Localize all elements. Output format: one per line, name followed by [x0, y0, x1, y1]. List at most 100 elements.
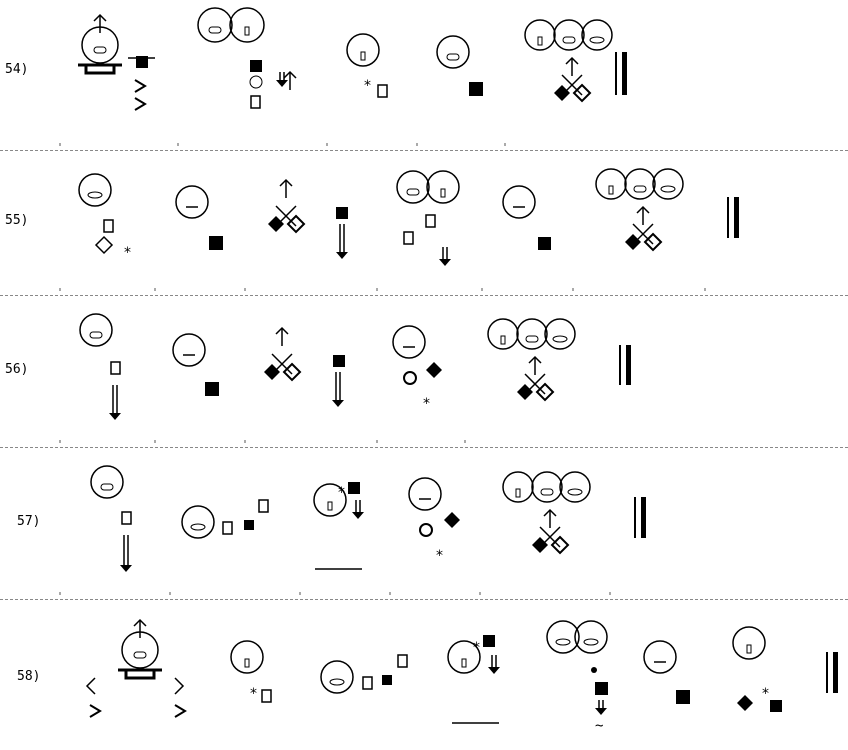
face-circle-icon: [79, 313, 113, 347]
handshape-open-icon: [403, 231, 414, 245]
row-label-58: 58): [17, 669, 41, 684]
hand-diamond-icon: [94, 235, 114, 255]
teeth-icon: [93, 46, 107, 54]
teeth-icon: [208, 26, 222, 34]
arrow-down-icon: [332, 400, 344, 407]
face-circle-icon: [408, 477, 442, 511]
diamond-hand-icon: [532, 537, 548, 553]
arrow-down-icon: [120, 565, 132, 572]
contact-star-icon: *: [762, 686, 769, 702]
wiggle-icon: ~: [595, 718, 603, 734]
contact-dot-icon: [591, 667, 597, 673]
end-bar-thick-icon: [622, 52, 627, 95]
mouth-icon: [244, 26, 250, 36]
face-circle-icon: [78, 173, 112, 207]
face-circle-icon: [181, 505, 215, 539]
end-bar-thin-icon: [727, 197, 729, 238]
contact-star-icon: *: [473, 640, 480, 656]
arrow-down-icon: [488, 667, 500, 674]
arrow-down-icon: [276, 80, 288, 87]
face-circle-icon: [732, 626, 766, 660]
face-circle-icon: [544, 318, 576, 350]
mouth-icon: [589, 36, 605, 44]
handshape-fist-icon: [770, 700, 782, 712]
contact-star-icon: *: [250, 686, 257, 702]
face-circle-icon: [229, 7, 265, 43]
arrow-down-icon: [439, 259, 451, 266]
handshape-open-icon: [377, 84, 388, 98]
row-label-54: 54): [5, 62, 29, 77]
handshape-open-icon: [425, 214, 436, 228]
teeth-icon: [406, 188, 420, 196]
handshape-fist-icon: [244, 520, 254, 530]
face-circle-icon: [320, 660, 354, 694]
handshape-open-icon: [222, 521, 233, 535]
mouth-icon: [329, 678, 345, 686]
row-divider: [0, 295, 848, 296]
handshape-open-icon: [103, 219, 114, 233]
teeth-icon: [133, 651, 147, 659]
mouth-icon: [515, 488, 521, 498]
end-bar-thin-icon: [826, 652, 828, 693]
mouth-icon: [660, 185, 676, 193]
arrow-down-icon: [336, 252, 348, 259]
mouth-icon: [500, 335, 506, 345]
handshape-fist-icon: [209, 236, 223, 250]
diamond-hand-icon: [643, 232, 663, 252]
arrow-down-icon: [109, 413, 121, 420]
face-circle-icon: [487, 318, 519, 350]
handshape-fist-icon: [483, 635, 495, 647]
face-circle-icon: [230, 640, 264, 674]
diamond-hand-icon: [286, 214, 306, 234]
handshape-fist-icon: [136, 56, 148, 68]
handshape-open-icon: [121, 511, 132, 525]
diamond-hand-icon: [572, 83, 592, 103]
mouth-icon: [552, 335, 568, 343]
end-bar-thick-icon: [734, 197, 739, 238]
face-circle-icon: [426, 170, 460, 204]
diamond-hand-icon: [554, 85, 570, 101]
movement-arrow-icon: [89, 704, 187, 718]
diamond-hand-icon: [517, 384, 533, 400]
handshape-fist-icon: [676, 690, 690, 704]
row-label-55: 55): [5, 213, 29, 228]
row-divider: [0, 599, 848, 600]
end-bar-thin-icon: [615, 52, 617, 95]
diamond-hand-icon: [737, 695, 753, 711]
teeth-icon: [562, 36, 576, 44]
face-circle-icon: [531, 471, 563, 503]
mouth-icon: [537, 36, 543, 46]
mouth-icon: [244, 658, 250, 668]
handshape-open-icon: [261, 689, 272, 703]
mouth-icon: [190, 523, 206, 531]
mouth-icon: [746, 644, 752, 654]
mouth-icon: [360, 51, 366, 61]
diamond-hand-icon: [444, 512, 460, 528]
contact-star-icon: *: [124, 245, 131, 261]
face-circle-icon: [652, 168, 684, 200]
face-circle-icon: [574, 620, 608, 654]
face-circle-icon: [396, 170, 430, 204]
diamond-hand-icon: [535, 382, 555, 402]
handshape-fist-icon: [538, 237, 551, 250]
face-circle-icon: [595, 168, 627, 200]
handshape-fist-icon: [205, 382, 219, 396]
diamond-hand-icon: [268, 216, 284, 232]
mouth-icon: [327, 501, 333, 511]
face-circle-icon: [502, 185, 536, 219]
diamond-hand-icon: [264, 364, 280, 380]
face-circle-icon: [524, 19, 556, 51]
mouth-icon: [567, 488, 583, 496]
face-circle-icon: [447, 640, 481, 674]
contact-star-icon: *: [364, 78, 371, 94]
face-circle-icon: [546, 620, 580, 654]
teeth-icon: [100, 483, 114, 491]
face-circle-icon: [197, 7, 233, 43]
contact-star-icon: *: [423, 396, 430, 412]
arrow-down-icon: [352, 512, 364, 519]
movement-arrow-icon: [134, 79, 147, 111]
handshape-open-icon: [110, 361, 121, 375]
arrow-down-icon: [595, 708, 607, 715]
handshape-fist-icon: [382, 675, 392, 685]
